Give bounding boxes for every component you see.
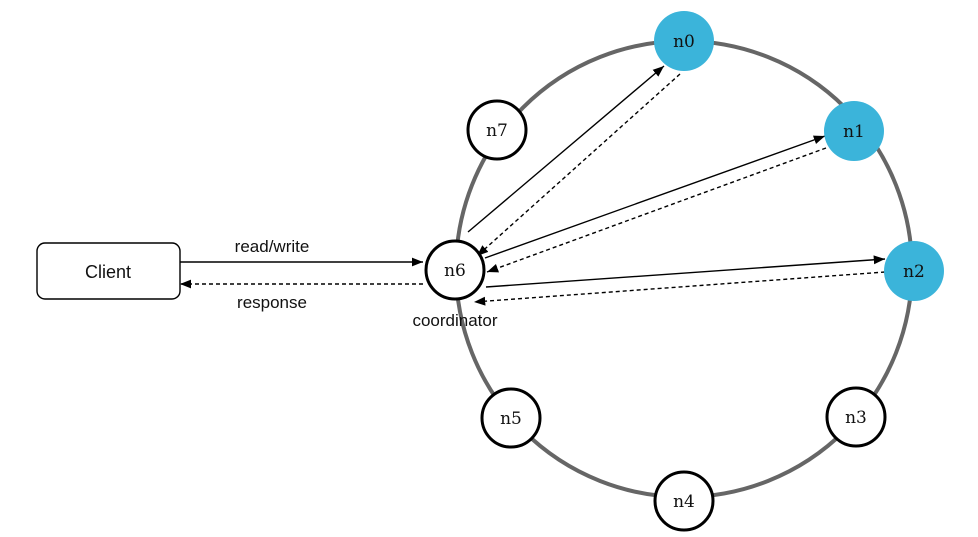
response-arrow-n1 xyxy=(486,147,827,273)
response-label: response xyxy=(237,293,307,312)
node-n5-label: n5 xyxy=(500,409,522,429)
client-label: Client xyxy=(85,262,131,282)
response-arrow-n0 xyxy=(476,73,681,257)
node-n0-circle xyxy=(654,11,714,71)
node-n4-label: n4 xyxy=(673,492,695,512)
client-box[interactable]: Client xyxy=(36,242,181,300)
node-n1[interactable]: n1 xyxy=(824,101,884,161)
node-n7[interactable]: n7 xyxy=(466,99,528,161)
node-n7-circle xyxy=(466,99,528,161)
read-write-label: read/write xyxy=(235,237,310,256)
node-n1-label: n1 xyxy=(843,122,865,142)
node-n6-circle xyxy=(424,239,486,301)
node-n1-circle xyxy=(824,101,884,161)
node-n4-circle xyxy=(653,470,715,532)
node-n5-circle xyxy=(480,387,542,449)
node-n2-circle xyxy=(884,241,944,301)
request-arrow-n0 xyxy=(467,65,665,233)
node-n3-circle xyxy=(825,386,887,448)
node-n6[interactable]: n6 xyxy=(424,239,486,301)
node-n0[interactable]: n0 xyxy=(654,11,714,71)
client-box-rect xyxy=(36,242,181,300)
node-n5[interactable]: n5 xyxy=(480,387,542,449)
request-arrow-n1 xyxy=(484,135,826,259)
node-n3[interactable]: n3 xyxy=(825,386,887,448)
node-n2-label: n2 xyxy=(903,262,925,282)
node-n2[interactable]: n2 xyxy=(884,241,944,301)
node-n3-label: n3 xyxy=(845,408,867,428)
node-n6-label: n6 xyxy=(444,261,466,281)
response-arrow-n2 xyxy=(473,271,886,306)
coordinator-label: coordinator xyxy=(412,311,497,330)
node-n7-label: n7 xyxy=(486,121,508,141)
node-n4[interactable]: n4 xyxy=(653,470,715,532)
request-arrow-n2 xyxy=(485,255,886,288)
node-n0-label: n0 xyxy=(673,32,695,52)
